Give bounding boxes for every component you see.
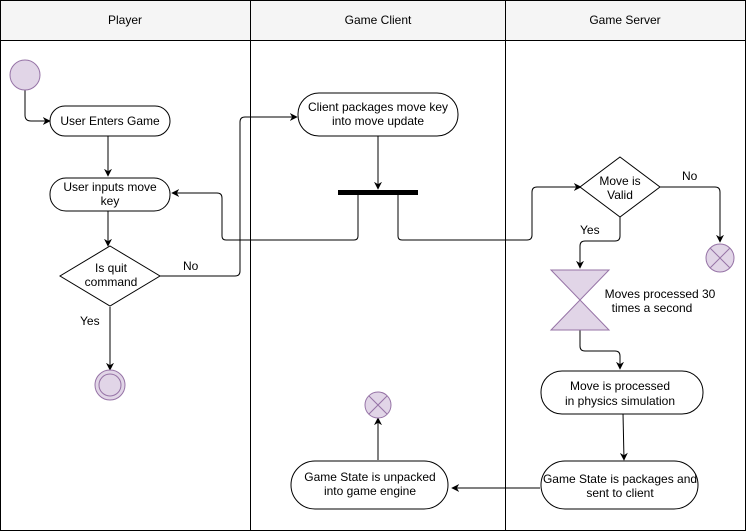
edge-valid-yes-to-hourglass bbox=[576, 217, 621, 269]
node-moves-processed-label-1: Moves processed 30 bbox=[605, 287, 716, 301]
label-valid-no: No bbox=[682, 169, 698, 183]
edge-hourglass-to-physics bbox=[579, 330, 624, 370]
node-move-processed-physics bbox=[540, 370, 704, 415]
node-client-packages-label-1: Client packages move key bbox=[308, 100, 448, 114]
node-move-valid-decision bbox=[579, 156, 661, 218]
edge-physics-to-package bbox=[619, 412, 628, 461]
node-move-valid-label-1: Move is bbox=[599, 174, 640, 188]
start-node bbox=[9, 59, 41, 91]
node-user-enters-game-label: User Enters Game bbox=[60, 114, 160, 128]
lane-header-game-server bbox=[505, 0, 746, 41]
edges bbox=[24, 90, 724, 492]
node-move-processed-physics-label-2: in physics simulation bbox=[565, 394, 675, 408]
node-state-unpacked bbox=[290, 460, 449, 510]
node-is-quit-label-1: Is quit bbox=[95, 261, 128, 275]
node-state-unpacked-label-2: into game engine bbox=[324, 484, 416, 498]
label-valid-yes: Yes bbox=[580, 223, 600, 237]
lane-title-game-server: Game Server bbox=[589, 13, 660, 27]
lane-title-game-client: Game Client bbox=[345, 13, 412, 27]
fork-bar bbox=[338, 190, 418, 195]
node-user-inputs-move-label-1: User inputs move bbox=[63, 180, 157, 194]
node-user-enters-game bbox=[49, 105, 171, 137]
lane-header-player bbox=[0, 0, 251, 41]
node-state-unpacked-label-1: Game State is unpacked bbox=[304, 470, 435, 484]
node-state-packaged-label-1: Game State is packages and bbox=[543, 472, 697, 486]
node-user-inputs-move-label-2: key bbox=[101, 194, 120, 208]
edge-fork-to-input bbox=[171, 189, 359, 241]
node-user-inputs-move bbox=[49, 177, 171, 212]
node-moves-processed-label-2: times a second bbox=[612, 301, 693, 315]
node-client-packages-label-2: into move update bbox=[332, 114, 424, 128]
node-is-quit-decision bbox=[59, 245, 161, 307]
flow-final-node-server bbox=[705, 243, 735, 273]
lane-title-player: Player bbox=[108, 13, 142, 27]
hourglass-time-event bbox=[549, 269, 611, 331]
label-quit-yes: Yes bbox=[80, 314, 100, 328]
node-is-quit-label-2: command bbox=[85, 275, 138, 289]
lane-header-game-client bbox=[250, 0, 506, 41]
edge-fork-to-valid bbox=[397, 183, 582, 241]
node-state-packaged-label-2: sent to client bbox=[586, 486, 654, 500]
node-client-packages bbox=[297, 92, 459, 137]
edge-quit-no-to-client bbox=[160, 113, 298, 277]
node-move-processed-physics-label-1: Move is processed bbox=[570, 379, 670, 393]
label-quit-no: No bbox=[183, 259, 199, 273]
edge-valid-no-to-end bbox=[660, 186, 724, 243]
node-state-packaged bbox=[540, 460, 699, 510]
flow-final-node-client bbox=[364, 391, 392, 419]
end-node-player bbox=[94, 369, 126, 401]
edge-start-to-enter bbox=[24, 90, 51, 125]
node-move-valid-label-2: Valid bbox=[607, 188, 633, 202]
